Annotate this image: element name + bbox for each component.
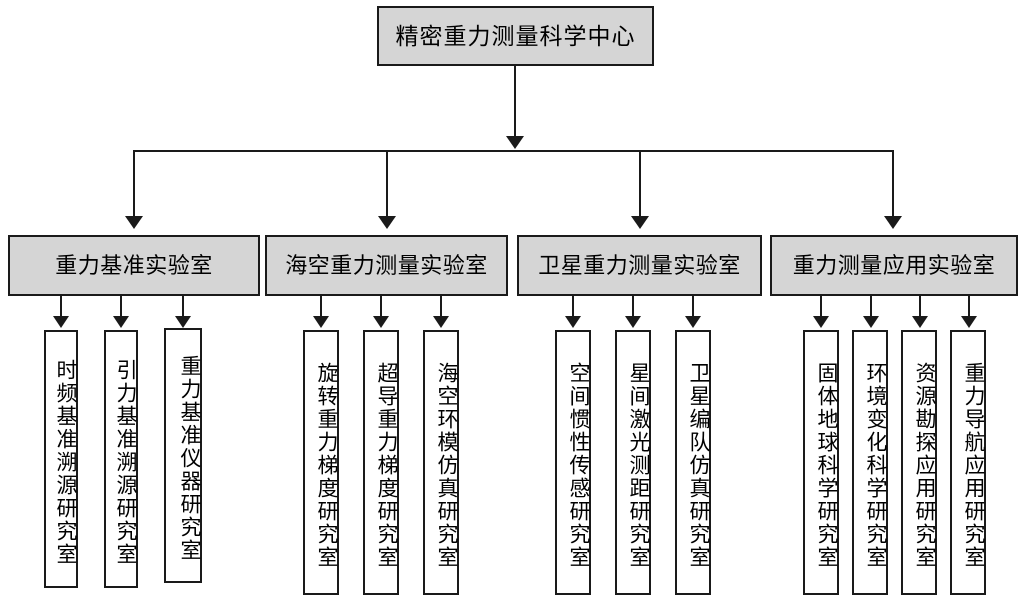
arrowhead-group-2-leaf-3: [433, 316, 449, 328]
connector-group-4-leaf-2: [870, 296, 872, 318]
arrowhead-group-3-leaf-3: [685, 316, 701, 328]
arrowhead-group-2-leaf-1: [313, 316, 329, 328]
leaf-node-2-3[interactable]: 海空环模仿真研究室: [423, 330, 459, 595]
connector-group-2-leaf-2: [380, 296, 382, 318]
leaf-node-4-2[interactable]: 环境变化科学研究室: [852, 330, 888, 595]
leaf-node-4-1[interactable]: 固体地球科学研究室: [803, 330, 839, 595]
leaf-node-3-3[interactable]: 卫星编队仿真研究室: [675, 330, 711, 595]
arrowhead-group-3: [631, 216, 649, 229]
arrowhead-group-3-leaf-2: [625, 316, 641, 328]
arrowhead-group-1-leaf-2: [113, 316, 129, 328]
arrowhead-group-4-leaf-2: [863, 316, 879, 328]
leaf-node-4-4[interactable]: 重力导航应用研究室: [950, 330, 986, 595]
connector-bus-to-group-1: [133, 150, 135, 216]
connector-bus-to-group-4: [892, 150, 894, 216]
connector-group-4-leaf-3: [919, 296, 921, 318]
connector-group-4-leaf-1: [820, 296, 822, 318]
group-node-2[interactable]: 海空重力测量实验室: [265, 235, 508, 296]
connector-group-1-leaf-2: [120, 296, 122, 318]
connector-bus-to-group-3: [639, 150, 641, 216]
leaf-node-3-1[interactable]: 空间惯性传感研究室: [555, 330, 591, 595]
arrowhead-group-1-leaf-3: [175, 316, 191, 328]
connector-group-3-leaf-2: [632, 296, 634, 318]
group-node-4[interactable]: 重力测量应用实验室: [770, 235, 1018, 296]
connector-group-2-leaf-1: [320, 296, 322, 318]
connector-group-3-leaf-1: [572, 296, 574, 318]
root-node-center[interactable]: 精密重力测量科学中心: [377, 6, 654, 66]
arrowhead-group-4-leaf-1: [813, 316, 829, 328]
arrowhead-group-4-leaf-4: [961, 316, 977, 328]
arrowhead-group-3-leaf-1: [565, 316, 581, 328]
leaf-node-3-2[interactable]: 星间激光测距研究室: [615, 330, 651, 595]
leaf-node-1-2[interactable]: 引力基准溯源研究室: [104, 330, 138, 588]
connector-group-1-leaf-1: [60, 296, 62, 318]
arrowhead-group-4: [884, 216, 902, 229]
connector-root-to-bus: [514, 66, 516, 136]
leaf-node-2-2[interactable]: 超导重力梯度研究室: [363, 330, 399, 595]
connector-bus-horizontal: [133, 150, 893, 152]
leaf-node-2-1[interactable]: 旋转重力梯度研究室: [303, 330, 339, 595]
group-node-1[interactable]: 重力基准实验室: [8, 235, 260, 296]
connector-group-2-leaf-3: [440, 296, 442, 318]
leaf-node-4-3[interactable]: 资源勘探应用研究室: [901, 330, 937, 595]
arrowhead-group-2-leaf-2: [373, 316, 389, 328]
arrowhead-group-2: [378, 216, 396, 229]
leaf-node-1-1[interactable]: 时频基准溯源研究室: [44, 330, 78, 588]
connector-group-4-leaf-4: [968, 296, 970, 318]
leaf-node-1-3[interactable]: 重力基准仪器研究室: [164, 328, 202, 583]
arrowhead-root-to-bus: [506, 136, 524, 149]
arrowhead-group-4-leaf-3: [912, 316, 928, 328]
arrowhead-group-1-leaf-1: [53, 316, 69, 328]
arrowhead-group-1: [125, 216, 143, 229]
group-node-3[interactable]: 卫星重力测量实验室: [517, 235, 762, 296]
connector-group-3-leaf-3: [692, 296, 694, 318]
connector-bus-to-group-2: [386, 150, 388, 216]
connector-group-1-leaf-3: [182, 296, 184, 318]
